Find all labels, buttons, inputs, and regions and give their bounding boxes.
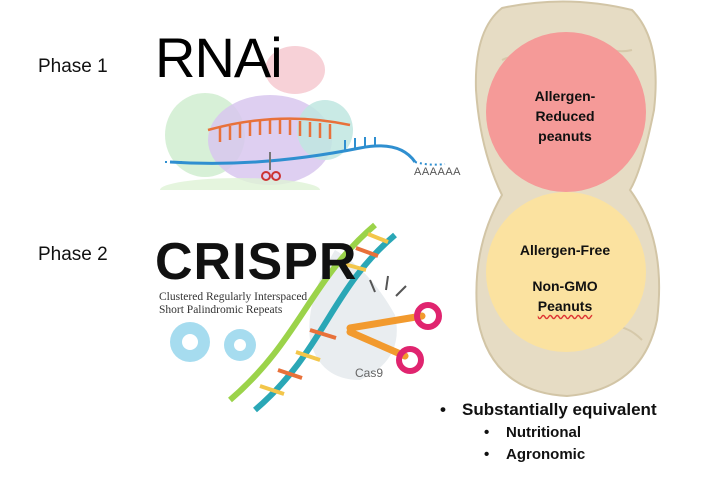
bullet-sub-1: • Nutritional bbox=[484, 422, 657, 444]
circle2-line3: Peanuts bbox=[537, 298, 593, 314]
rnai-scissors-icon bbox=[261, 152, 281, 181]
bullet-sub1-text: Nutritional bbox=[506, 424, 581, 441]
crispr-subtitle: Clustered Regularly Interspaced Short Pa… bbox=[159, 291, 307, 317]
allergen-free-text: Allergen-Free Non-GMO Peanuts bbox=[500, 240, 630, 316]
circle1-line1: Allergen- bbox=[534, 88, 596, 104]
rnai-blob-pink bbox=[265, 46, 325, 94]
rnai-ground bbox=[160, 178, 320, 190]
rnai-blob-teal bbox=[297, 100, 353, 160]
rnai-illustration bbox=[160, 46, 446, 190]
cas9-label: Cas9 bbox=[355, 366, 384, 380]
crispr-title: CRISPR bbox=[155, 233, 358, 291]
rna-strand-orange bbox=[207, 117, 351, 142]
bullet-main: • Substantially equivalent bbox=[440, 398, 657, 422]
dna-rungs bbox=[259, 232, 389, 396]
allergen-free-circle bbox=[486, 192, 646, 352]
cas9-protein bbox=[309, 250, 397, 380]
phase-2-label: Phase 2 bbox=[38, 244, 108, 265]
allergen-reduced-text: Allergen- Reduced peanuts bbox=[500, 86, 630, 146]
rnai-title: RNAi bbox=[155, 26, 283, 89]
phase-1-label: Phase 1 bbox=[38, 56, 108, 77]
circle1-line3: peanuts bbox=[538, 128, 592, 144]
bullet-list: • Substantially equivalent • Nutritional •… bbox=[440, 398, 657, 466]
dna-strand-green bbox=[228, 222, 377, 403]
crispr-subtitle-line2: Short Palindromic Repeats bbox=[159, 304, 283, 316]
crispr-subtitle-line1: Clustered Regularly Interspaced bbox=[159, 291, 308, 303]
crispr-illustration bbox=[170, 222, 442, 413]
circle1-line2: Reduced bbox=[535, 108, 595, 124]
circle2-line1: Allergen-Free bbox=[519, 242, 611, 258]
polya-tail-label: AAAAAA bbox=[414, 166, 462, 178]
bullet-sub-2: • Agronomic bbox=[484, 444, 657, 466]
bullet-icon: • bbox=[440, 400, 446, 419]
bullet-main-text: Substantially equivalent bbox=[462, 400, 657, 419]
bullet-sub2-text: Agronomic bbox=[506, 446, 586, 463]
circle2-line2: Non-GMO bbox=[532, 278, 598, 294]
allergen-reduced-circle bbox=[486, 32, 646, 192]
scissors-icon bbox=[346, 302, 442, 374]
rna-strand-blue bbox=[169, 144, 417, 165]
cut-mark-icon bbox=[369, 275, 407, 297]
peanut-illustration bbox=[474, 0, 661, 398]
bullet-icon: • bbox=[484, 446, 490, 463]
bullet-icon: • bbox=[484, 424, 490, 441]
